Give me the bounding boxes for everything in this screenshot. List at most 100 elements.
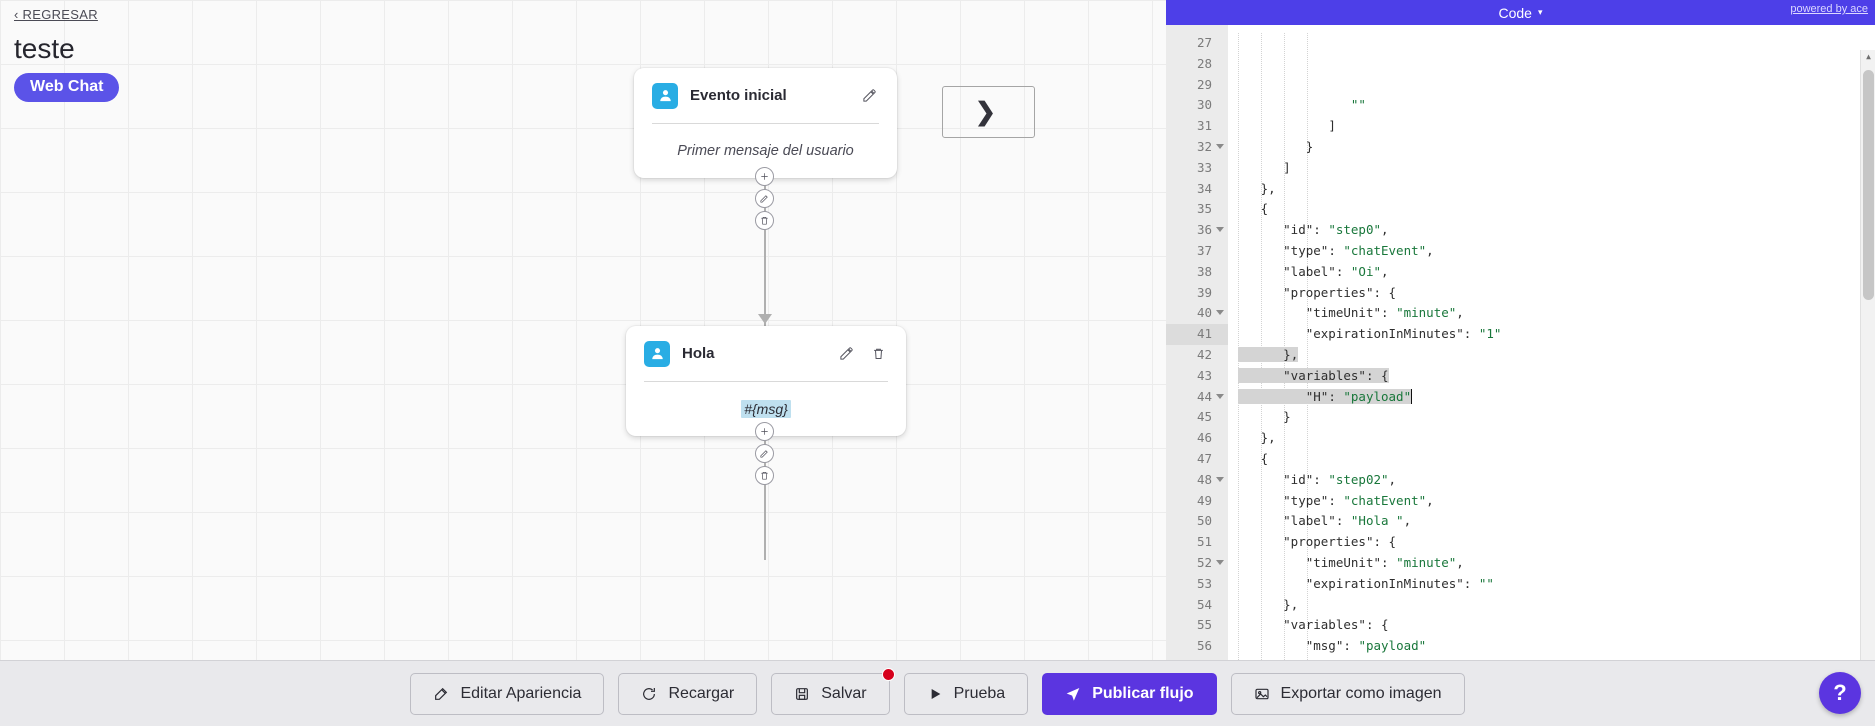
- code-line[interactable]: "expirationInMinutes": "1": [1305, 326, 1502, 342]
- gutter-line-number[interactable]: 44: [1166, 387, 1228, 408]
- code-panel-title: Code: [1498, 4, 1532, 21]
- code-line[interactable]: "": [1350, 97, 1366, 113]
- back-link[interactable]: ‹ REGRESAR: [14, 7, 98, 22]
- gutter-line-number[interactable]: 47: [1196, 450, 1212, 466]
- code-line[interactable]: ]: [1328, 118, 1336, 134]
- code-fold-widget[interactable]: ❯: [942, 86, 1035, 138]
- gutter-line-number[interactable]: 31: [1196, 118, 1212, 134]
- gutter-line-number[interactable]: 32: [1166, 137, 1228, 158]
- node-inline-toolbar-2[interactable]: [755, 422, 774, 485]
- fold-toggle-icon[interactable]: [1216, 476, 1224, 482]
- gutter-line-number[interactable]: 35: [1196, 201, 1212, 217]
- node-inline-toolbar-1[interactable]: [755, 167, 774, 230]
- toolbar-button-publicar-flujo[interactable]: Publicar flujo: [1042, 672, 1217, 715]
- fold-toggle-icon[interactable]: [1216, 559, 1224, 565]
- help-button[interactable]: ?: [1819, 672, 1861, 714]
- trash-icon[interactable]: [755, 211, 774, 230]
- code-line[interactable]: "id": "step02",: [1283, 471, 1397, 487]
- gutter-line-number[interactable]: 27: [1196, 35, 1212, 50]
- code-line[interactable]: },: [1260, 430, 1276, 446]
- gutter-line-number[interactable]: 52: [1166, 553, 1228, 574]
- code-line[interactable]: "msg": "payload": [1305, 638, 1427, 654]
- plus-icon[interactable]: [755, 167, 774, 186]
- gutter-line-number[interactable]: 51: [1196, 534, 1212, 550]
- gutter-line-number[interactable]: 43: [1196, 367, 1212, 383]
- gutter-line-number[interactable]: 46: [1196, 430, 1212, 446]
- toolbar-button-prueba[interactable]: Prueba: [903, 672, 1029, 715]
- code-panel-titlebar[interactable]: Code ▾ powered by ace: [1166, 0, 1875, 25]
- node-body[interactable]: #{msg}: [644, 382, 888, 436]
- code-line[interactable]: },: [1228, 345, 1875, 366]
- scroll-up-icon[interactable]: ▲: [1866, 52, 1871, 62]
- editor-vertical-scrollbar[interactable]: ▲ ▼: [1860, 50, 1875, 660]
- gutter-line-number[interactable]: 42: [1196, 346, 1212, 362]
- trash-icon[interactable]: [868, 344, 888, 364]
- code-line[interactable]: "timeUnit": "minute",: [1305, 305, 1464, 321]
- code-line[interactable]: "properties": {: [1283, 534, 1397, 550]
- editor-code-area[interactable]: "" ] } ] }, { "id": "step0", "type": "ch…: [1228, 25, 1875, 660]
- node-placeholder-text: Primer mensaje del usuario: [677, 143, 854, 159]
- code-line[interactable]: "H": "payload": [1228, 387, 1875, 408]
- gutter-line-number[interactable]: 33: [1196, 159, 1212, 175]
- gutter-line-number[interactable]: 30: [1196, 97, 1212, 113]
- powered-by-link[interactable]: powered by ace: [1790, 3, 1868, 15]
- code-line[interactable]: },: [1260, 180, 1276, 196]
- fold-toggle-icon[interactable]: [1216, 143, 1224, 149]
- gutter-line-number[interactable]: 49: [1196, 492, 1212, 508]
- plus-icon[interactable]: [755, 422, 774, 441]
- code-line[interactable]: {: [1260, 450, 1269, 466]
- gutter-line-number[interactable]: 53: [1196, 575, 1212, 591]
- code-line[interactable]: ]: [1283, 159, 1291, 175]
- edit-icon[interactable]: [859, 86, 879, 106]
- fold-toggle-icon[interactable]: [1216, 393, 1224, 399]
- gutter-line-number[interactable]: 48: [1166, 470, 1228, 491]
- gutter-line-number[interactable]: 38: [1196, 263, 1212, 279]
- code-line[interactable]: "variables": {: [1283, 617, 1389, 633]
- trash-icon[interactable]: [755, 466, 774, 485]
- edit-icon[interactable]: [836, 344, 856, 364]
- gutter-line-number[interactable]: 40: [1166, 303, 1228, 324]
- code-line[interactable]: "type": "chatEvent",: [1283, 242, 1434, 258]
- code-line[interactable]: "expirationInMinutes": "": [1305, 575, 1494, 591]
- code-line[interactable]: "id": "step0",: [1283, 222, 1389, 238]
- scrollbar-thumb[interactable]: [1863, 70, 1874, 300]
- gutter-line-number[interactable]: 34: [1196, 180, 1212, 196]
- fold-toggle-icon[interactable]: [1216, 310, 1224, 316]
- code-line[interactable]: }: [1228, 657, 1875, 660]
- chevron-down-icon[interactable]: ▾: [1537, 7, 1543, 17]
- code-line[interactable]: "label": "Oi",: [1283, 263, 1389, 279]
- gutter-line-number[interactable]: 37: [1196, 242, 1212, 258]
- gutter-line-number[interactable]: 55: [1196, 617, 1212, 633]
- toolbar-button-salvar[interactable]: Salvar: [771, 667, 895, 715]
- gutter-line-number[interactable]: 36: [1166, 220, 1228, 241]
- code-line[interactable]: },: [1283, 596, 1299, 612]
- fold-toggle-icon[interactable]: [1216, 227, 1224, 233]
- code-line[interactable]: "label": "Hola ",: [1283, 513, 1412, 529]
- gutter-line-number[interactable]: 28: [1196, 55, 1212, 71]
- node-body[interactable]: Primer mensaje del usuario: [652, 124, 879, 178]
- gutter-line-number[interactable]: 41: [1166, 324, 1228, 345]
- code-line[interactable]: {: [1260, 201, 1269, 217]
- gutter-line-number[interactable]: 29: [1196, 76, 1212, 92]
- code-line[interactable]: "properties": {: [1283, 284, 1397, 300]
- flow-node-hola[interactable]: Hola #{msg}: [626, 326, 906, 436]
- gutter-line-number[interactable]: 39: [1196, 284, 1212, 300]
- gutter-line-number[interactable]: 45: [1196, 409, 1212, 425]
- flow-node-evento-inicial[interactable]: Evento inicial Primer mensaje del usuari…: [634, 68, 897, 178]
- code-line[interactable]: "type": "chatEvent",: [1283, 492, 1434, 508]
- code-line[interactable]: "variables": {: [1228, 366, 1875, 387]
- gutter-line-number[interactable]: 50: [1196, 513, 1212, 529]
- toolbar-button-exportar-como-imagen[interactable]: Exportar como imagen: [1230, 672, 1465, 715]
- code-line[interactable]: }: [1305, 138, 1314, 154]
- code-line[interactable]: "timeUnit": "minute",: [1305, 554, 1464, 570]
- toolbar-button-recargar[interactable]: Recargar: [618, 672, 758, 715]
- gutter-line-number[interactable]: 54: [1196, 596, 1212, 612]
- flow-canvas[interactable]: ‹ REGRESAR teste Web Chat Evento inicial…: [0, 0, 1166, 660]
- edit-icon[interactable]: [755, 189, 774, 208]
- gutter-line-number[interactable]: 57: [1166, 657, 1228, 660]
- gutter-line-number[interactable]: 56: [1196, 638, 1212, 654]
- code-line[interactable]: }: [1283, 409, 1291, 425]
- edit-icon[interactable]: [755, 444, 774, 463]
- toolbar-button-editar-apariencia[interactable]: Editar Apariencia: [410, 672, 605, 715]
